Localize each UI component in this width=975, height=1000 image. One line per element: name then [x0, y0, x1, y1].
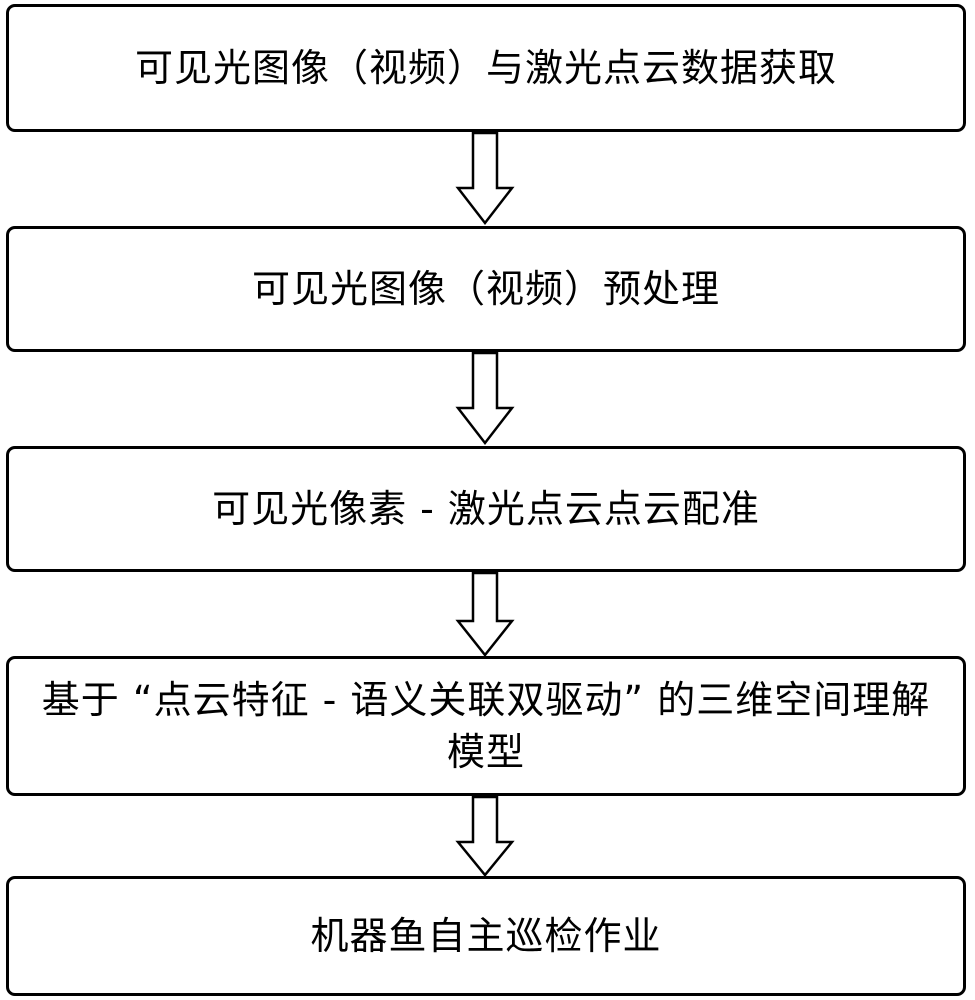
step-3d-understanding-model-label: 基于 “点云特征 - 语义关联双驱动” 的三维空间理解模型: [41, 678, 931, 774]
arrow-down-icon: [455, 351, 515, 446]
step-data-acquisition-label: 可见光图像（视频）与激光点云数据获取: [134, 46, 837, 90]
step-robot-fish-inspection-label: 机器鱼自主巡检作业: [310, 914, 662, 958]
arrow-down-icon: [455, 131, 515, 226]
step-registration-box: 可见光像素 - 激光点云点云配准: [6, 446, 966, 572]
arrow-down-icon: [455, 571, 515, 658]
step-robot-fish-inspection-box: 机器鱼自主巡检作业: [6, 876, 966, 996]
arrow-down-3: [455, 571, 515, 658]
step-3d-understanding-model-box: 基于 “点云特征 - 语义关联双驱动” 的三维空间理解模型: [6, 656, 966, 796]
step-registration-label: 可见光像素 - 激光点云点云配准: [212, 487, 760, 531]
step-preprocessing-label: 可见光图像（视频）预处理: [251, 267, 720, 311]
arrow-down-2: [455, 351, 515, 446]
step-data-acquisition-box: 可见光图像（视频）与激光点云数据获取: [6, 4, 966, 132]
arrow-down-4: [455, 795, 515, 877]
arrow-down-icon: [455, 795, 515, 877]
arrow-down-1: [455, 131, 515, 226]
step-preprocessing-box: 可见光图像（视频）预处理: [6, 226, 966, 352]
